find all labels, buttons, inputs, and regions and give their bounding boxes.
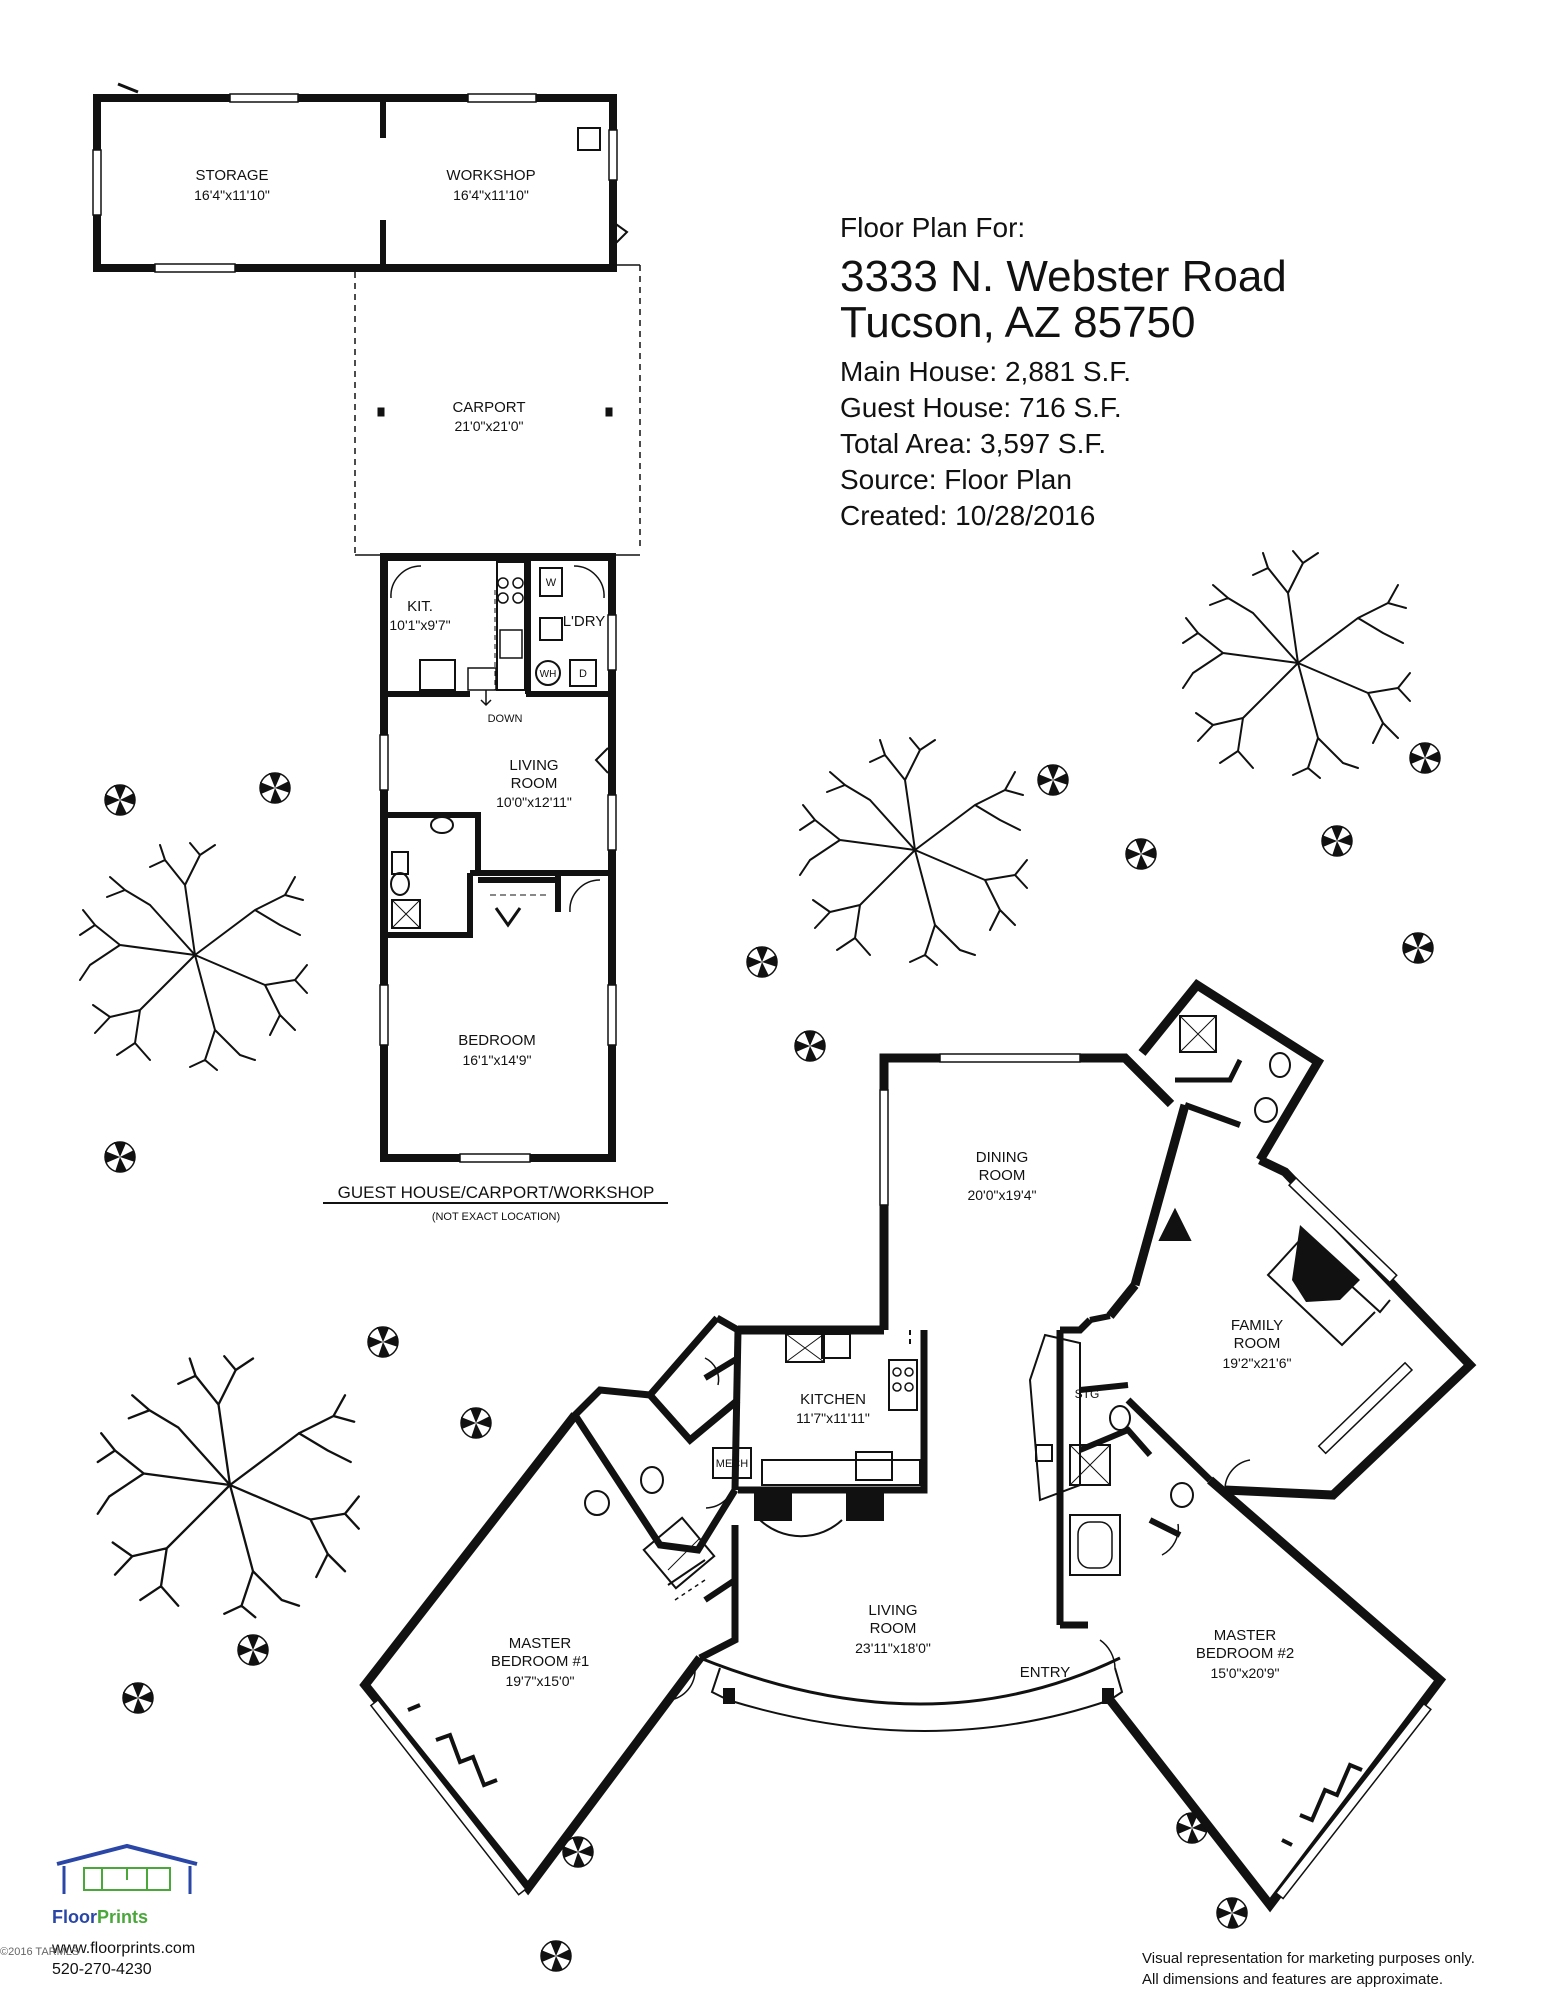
guest-house-subcaption: (NOT EXACT LOCATION)	[432, 1211, 560, 1223]
mech-label: MECH	[716, 1458, 748, 1470]
main-house-plan	[359, 979, 1477, 1913]
master2-label-1: MASTER	[1214, 1627, 1277, 1644]
living-label-1: LIVING	[868, 1602, 917, 1619]
water-heater-label: WH	[540, 669, 557, 680]
contact-info: www.floorprints.com 520-270-4230	[52, 1938, 195, 1980]
dining-label-1: DINING	[976, 1149, 1029, 1166]
tree-icon	[96, 1355, 360, 1619]
room-labels: STORAGE 16'4"x11'10" WORKSHOP 16'4"x11'1…	[194, 167, 1294, 1689]
storage-label: STORAGE	[195, 167, 268, 184]
guest-living-label-2: ROOM	[511, 775, 558, 792]
kitchen-label: KITCHEN	[800, 1391, 866, 1408]
guest-kitchen-dimensions: 10'1"x9'7"	[389, 617, 450, 633]
shrub-icon	[746, 946, 778, 978]
brand-name: FloorPrints	[52, 1907, 212, 1928]
main-house-area: Main House: 2,881 S.F.	[840, 356, 1132, 387]
info-heading: Floor Plan For:	[840, 212, 1026, 243]
total-area: Total Area: 3,597 S.F.	[840, 428, 1107, 459]
down-label: DOWN	[488, 713, 523, 725]
family-dimensions: 19'2"x21'6"	[1222, 1355, 1291, 1371]
family-label-1: FAMILY	[1231, 1317, 1283, 1334]
website-link[interactable]: www.floorprints.com	[52, 1940, 196, 1957]
disclaimer-line-2: All dimensions and features are approxim…	[1142, 1971, 1443, 1988]
dining-label-2: ROOM	[979, 1167, 1026, 1184]
guest-bedroom-label: BEDROOM	[458, 1032, 536, 1049]
brand-name-floor: Floor	[52, 1907, 97, 1927]
created-date: Created: 10/28/2016	[840, 500, 1096, 531]
floorprints-logo: FloorPrints	[52, 1842, 212, 1928]
living-label-2: ROOM	[870, 1620, 917, 1637]
shrub-icon	[1125, 838, 1157, 870]
carport-label: CARPORT	[452, 399, 525, 416]
shrub-icon	[1321, 825, 1353, 857]
carport-dimensions: 21'0"x21'0"	[454, 418, 523, 434]
shrub-icon	[1402, 932, 1434, 964]
family-label-2: ROOM	[1234, 1335, 1281, 1352]
shrub-icon	[122, 1682, 154, 1714]
guest-house-plan	[92, 82, 668, 1204]
house-logo-icon	[56, 1843, 198, 1894]
dining-dimensions: 20'0"x19'4"	[967, 1187, 1036, 1203]
shrub-icon	[1216, 1897, 1248, 1929]
master1-dimensions: 19'7"x15'0"	[505, 1673, 574, 1689]
tree-icon	[1182, 550, 1411, 779]
shrub-icon	[1037, 764, 1069, 796]
tree-icon	[799, 737, 1028, 966]
shrub-icon	[104, 784, 136, 816]
washer-label: W	[546, 577, 557, 589]
dryer-label: D	[579, 668, 587, 680]
plan-source: Source: Floor Plan	[840, 464, 1072, 495]
guest-living-label-1: LIVING	[509, 757, 558, 774]
copyright-mark: ©2016 TARMLS	[0, 1946, 80, 1958]
shrub-icon	[1409, 742, 1441, 774]
guest-living-dimensions: 10'0"x12'11"	[496, 794, 572, 810]
master2-label-2: BEDROOM #2	[1196, 1645, 1294, 1662]
shrub-icon	[460, 1407, 492, 1439]
floor-plan-info: Floor Plan For: 3333 N. Webster Road Tuc…	[840, 212, 1287, 534]
brand-name-prints: Prints	[97, 1907, 149, 1927]
address-line-2: Tucson, AZ 85750	[840, 298, 1196, 347]
master2-dimensions: 15'0"x20'9"	[1210, 1665, 1279, 1681]
laundry-label: L'DRY	[563, 613, 606, 630]
disclaimer: Visual representation for marketing purp…	[1142, 1948, 1475, 1990]
master1-label-2: BEDROOM #1	[491, 1653, 589, 1670]
workshop-label: WORKSHOP	[446, 167, 535, 184]
workshop-dimensions: 16'4"x11'10"	[453, 187, 529, 203]
shrub-icon	[367, 1326, 399, 1358]
shrub-icon	[104, 1141, 136, 1173]
shrub-icon	[237, 1634, 269, 1666]
shrub-icon	[794, 1030, 826, 1062]
master1-label-1: MASTER	[509, 1635, 572, 1652]
phone-number: 520-270-4230	[52, 1961, 152, 1978]
tree-icon	[79, 842, 308, 1071]
storage-closet-label: STG	[1075, 1387, 1100, 1401]
storage-dimensions: 16'4"x11'10"	[194, 187, 270, 203]
living-dimensions: 23'11"x18'0"	[855, 1640, 931, 1656]
guest-kitchen-label: KIT.	[407, 598, 433, 615]
kitchen-dimensions: 11'7"x11'11"	[796, 1410, 870, 1426]
address-line-1: 3333 N. Webster Road	[840, 252, 1287, 301]
entry-label: ENTRY	[1020, 1664, 1071, 1681]
guest-house-caption: GUEST HOUSE/CARPORT/WORKSHOP	[338, 1183, 655, 1202]
disclaimer-line-1: Visual representation for marketing purp…	[1142, 1950, 1475, 1967]
guest-house-area: Guest House: 716 S.F.	[840, 392, 1122, 423]
guest-bedroom-dimensions: 16'1"x14'9"	[462, 1052, 531, 1068]
shrub-icon	[259, 772, 291, 804]
shrub-icon	[540, 1940, 572, 1972]
